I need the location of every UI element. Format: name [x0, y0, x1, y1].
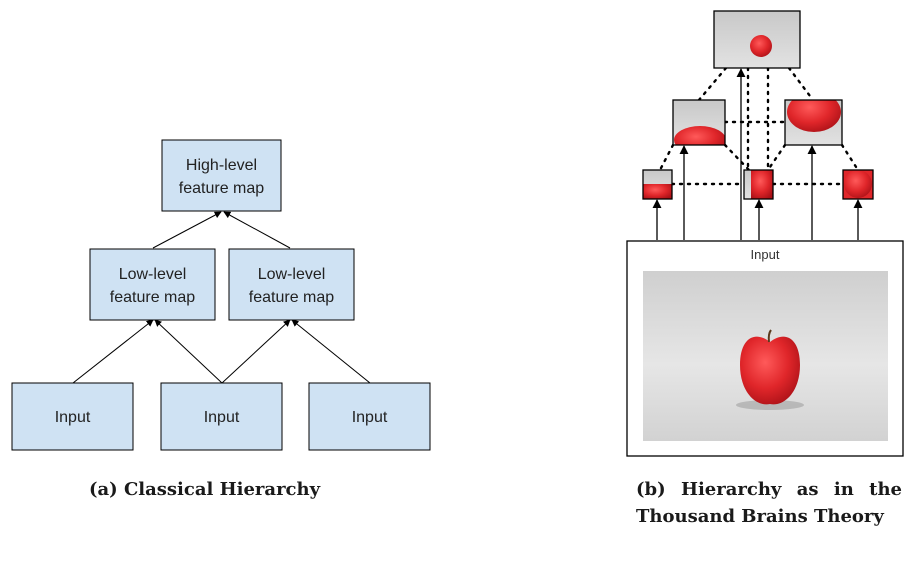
- mid-level-apple-thumbnail-left: [672, 99, 726, 146]
- high-level-label-line2: feature map: [179, 180, 264, 197]
- mid-level-apple-thumbnail-right: [784, 99, 843, 146]
- low-level-apple-patch-right: [842, 169, 874, 200]
- edge-input1-low1: [72, 319, 154, 384]
- edge-low2-high: [223, 211, 291, 249]
- low-level-feature-map-node-1: Low-level feature map: [89, 248, 216, 321]
- classical-hierarchy-diagram: High-level feature map Low-level feature…: [11, 139, 431, 451]
- low-level-2-label-line2: feature map: [249, 289, 334, 306]
- input-node-2-label: Input: [204, 409, 240, 426]
- low-level-1-label-line2: feature map: [110, 289, 195, 306]
- low-level-2-label-line1: Low-level: [258, 266, 326, 283]
- low-level-apple-patch-center: [743, 169, 774, 200]
- input-node-1-label: Input: [55, 409, 91, 426]
- high-level-label-line1: High-level: [186, 157, 257, 174]
- feedforward-arrows: [652, 68, 863, 240]
- input-node-1: Input: [11, 382, 134, 451]
- caption-classical-hierarchy: (a) Classical Hierarchy: [89, 479, 321, 500]
- input-image-panel: Input: [626, 240, 904, 457]
- edge-input2-low2: [221, 319, 291, 384]
- edge-input3-low2: [291, 319, 371, 384]
- apple-photo: [643, 271, 888, 441]
- input-node-3: Input: [308, 382, 431, 451]
- caption-thousand-brains-hierarchy: (b) Hierarchy as in the Thousand Brains …: [636, 479, 902, 527]
- thousand-brains-hierarchy-diagram: Input: [626, 10, 904, 457]
- top-level-apple-thumbnail: [713, 10, 801, 69]
- low-level-1-label-line1: Low-level: [119, 266, 187, 283]
- low-level-apple-patch-left: [642, 169, 673, 200]
- edge-input2-low1: [154, 319, 223, 384]
- low-level-feature-map-node-2: Low-level feature map: [228, 248, 355, 321]
- input-image-label: Input: [751, 247, 780, 262]
- lateral-connections: [658, 66, 860, 186]
- edge-low1-high: [152, 211, 222, 249]
- high-level-feature-map-node: High-level feature map: [161, 139, 282, 212]
- input-node-2: Input: [160, 382, 283, 451]
- input-node-3-label: Input: [352, 409, 388, 426]
